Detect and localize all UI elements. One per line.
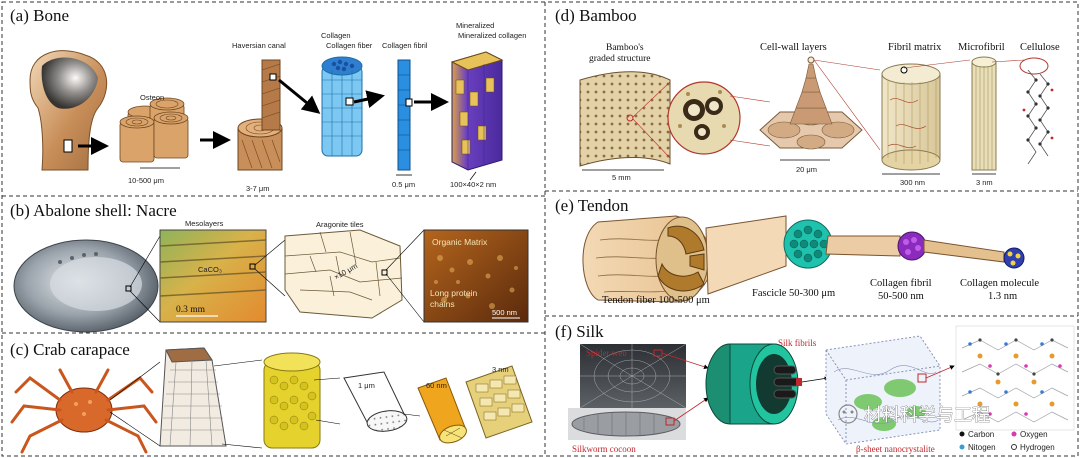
silk-panel-title: (f) Silk <box>555 322 604 341</box>
cellwall-label: Cell-wall layers <box>760 42 827 53</box>
legend-carbon-dot <box>959 431 965 437</box>
haversian-illustration <box>237 59 283 171</box>
cocoon-label: Silkworm cocoon <box>572 444 636 454</box>
chitin-fibril <box>465 365 533 439</box>
collagen-fibril-scale: 0.5 μm <box>392 180 415 189</box>
collagen-fiber-illustration <box>321 56 363 157</box>
caco3-label: CaCO₃ <box>198 265 222 274</box>
collagen-molecule-size: 1.3 nm <box>988 291 1017 302</box>
legend-carbon: Carbon <box>968 430 994 439</box>
mineralized-label: Mineralized collagen <box>458 31 526 40</box>
mineral-protein-cylinder <box>343 371 408 432</box>
chitin-protein-fiber <box>417 377 467 444</box>
fibril-matrix-label: Fibril matrix <box>888 42 942 53</box>
crab-scale-60nm: 60 nm <box>426 381 447 390</box>
collagen-fibril-illustration <box>396 59 413 176</box>
nacre-scale-03mm: 0.3 mm <box>176 305 206 315</box>
microfibril-bundle <box>971 56 997 175</box>
collagen-fiber-label-1: Collagen <box>321 31 351 40</box>
osteon-label: Osteon <box>140 93 164 102</box>
panel-bamboo: (d) Bamboo Bamboo's graded structure 5 m… <box>555 6 1060 187</box>
molecular-structure <box>955 325 1075 431</box>
microfibril-label: Microfibril <box>958 42 1005 53</box>
bamboo-scale-5mm: 5 mm <box>612 173 631 182</box>
mineralized-scale: 100×40×2 nm <box>450 180 496 189</box>
silk-fiber-cross-section <box>705 343 802 425</box>
legend-nitrogen: Nitogen <box>968 443 996 452</box>
tendon-fiber-label: Tendon fiber 100-500 μm <box>602 295 710 306</box>
panel-nacre: (b) Abalone shell: Nacre Mesolayers CaCO… <box>10 201 529 333</box>
crab-panel-title: (c) Crab carapace <box>10 340 130 359</box>
legend-oxygen-dot <box>1011 431 1017 437</box>
crab-scale-1um: 1 μm <box>358 381 375 390</box>
femur-illustration <box>29 50 108 171</box>
mineralized-collagen-illustration <box>450 51 504 181</box>
protein-chains-label: chains <box>430 299 455 309</box>
afm-image <box>423 229 529 323</box>
bone-arrow-3 <box>278 78 321 114</box>
crab-scale-3nm: 3 nm <box>492 365 509 374</box>
legend-hydrogen-dot <box>1011 444 1017 450</box>
beta-sheet-box <box>825 335 941 445</box>
abalone-shell-photo <box>13 239 159 333</box>
watermark-text: 材料科学与工程 <box>864 405 990 426</box>
collagen-molecule-cross-section <box>1003 247 1025 269</box>
cellulose-label: Cellulose <box>1020 42 1060 53</box>
haversian-label: Haversian canal <box>232 41 286 50</box>
aragonite-label: Aragonite tiles <box>316 220 364 229</box>
tendon-panel-title: (e) Tendon <box>555 196 629 215</box>
bamboo-graded-label: graded structure <box>589 54 650 64</box>
bamboo-graded-section <box>579 71 671 167</box>
nacre-panel-title: (b) Abalone shell: Nacre <box>10 201 177 220</box>
legend-hydrogen: Hydrogen <box>1020 443 1055 452</box>
haversian-scale: 3-7 μm <box>246 184 270 193</box>
afm-scale: 500 nm <box>492 308 517 317</box>
bamboo-graded-label-1: Bamboo's <box>606 43 644 53</box>
bone-arrow-4 <box>353 90 385 108</box>
mesolayers-label: Mesolayers <box>185 219 224 228</box>
protein-chains-label-1: Long protein <box>430 288 478 298</box>
osteon-illustration <box>119 97 189 169</box>
silkworm-cocoon-photo <box>568 408 686 440</box>
bamboo-scale-300nm: 300 nm <box>900 178 925 187</box>
fascicle-cross-section <box>783 219 833 269</box>
panel-silk: (f) Silk Spider web Silkwo <box>555 322 1075 454</box>
collagen-fibril-cross-section <box>897 231 927 261</box>
bamboo-cell-zoom <box>667 81 741 155</box>
collagen-fibril-tendon-label: Collagen fibril <box>870 278 932 289</box>
legend-oxygen: Oxygen <box>1020 430 1048 439</box>
beta-sheet-label: β-sheet nanocrystalite <box>856 444 935 454</box>
osteon-scale: 10-500 μm <box>128 176 164 185</box>
fibril-matrix-cylinder <box>881 63 941 171</box>
cellulose-chain <box>1019 57 1054 165</box>
legend-nitrogen-dot <box>959 444 965 450</box>
collagen-fibril-label: Collagen fibril <box>382 41 428 50</box>
aragonite-tiles-diagram <box>284 229 403 319</box>
watermark: 材料科学与工程 <box>838 404 990 426</box>
twisted-plywood-stack <box>159 347 227 447</box>
cell-wall-layers <box>759 56 863 150</box>
panel-tendon: (e) Tendon Tendon fiber 100-500 μm <box>555 196 1039 306</box>
panel-bone: (a) Bone <box>10 6 526 193</box>
bamboo-panel-title: (d) Bamboo <box>555 6 637 25</box>
collagen-molecule-label: Collagen molecule <box>960 278 1039 289</box>
fascicle-label: Fascicle 50-300 μm <box>752 288 835 299</box>
tendon-fiber <box>582 215 713 303</box>
atom-legend: Carbon Oxygen Nitogen Hydrogen <box>959 430 1055 452</box>
crab-photo <box>10 368 158 454</box>
bamboo-scale-3nm: 3 nm <box>976 178 993 187</box>
mesolayers-micrograph <box>159 229 267 323</box>
spider-web-label: Spider web <box>586 348 627 358</box>
mineralized-label-1: Mineralized <box>456 21 494 30</box>
collagen-fiber-label: Collagen fiber <box>326 41 373 50</box>
organic-matrix-label: Organic Matrix <box>432 237 488 247</box>
bamboo-scale-20um: 20 μm <box>796 165 817 174</box>
silk-fibrils-label: Silk fibrils <box>778 338 817 348</box>
panel-crab: (c) Crab carapace <box>10 340 533 454</box>
chitin-fiber-cylinder <box>263 352 321 449</box>
collagen-fibril-size: 50-500 nm <box>878 291 924 302</box>
bone-panel-title: (a) Bone <box>10 6 69 25</box>
